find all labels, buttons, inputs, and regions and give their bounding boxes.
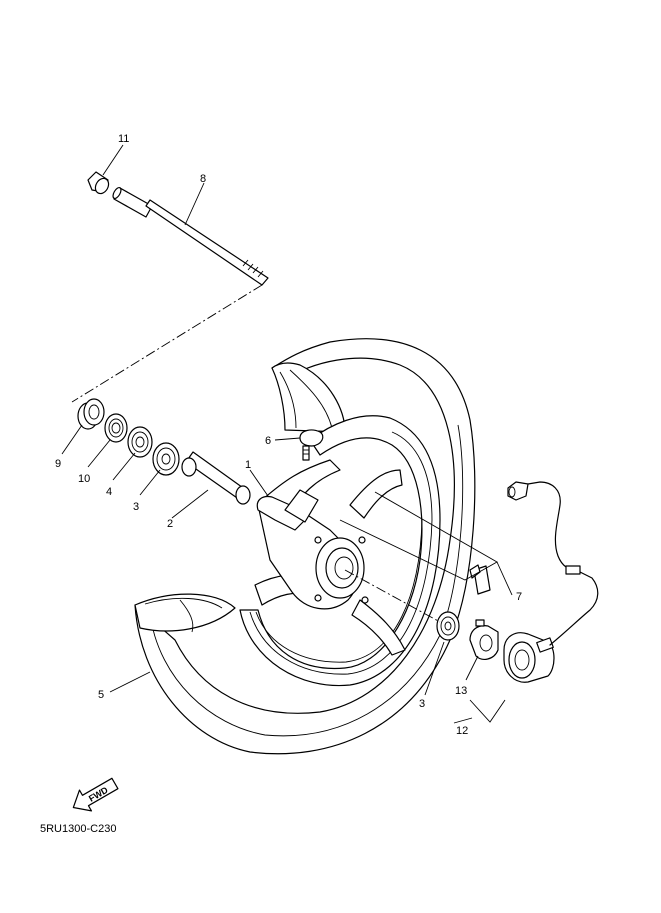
callout-8: 8 — [200, 173, 206, 185]
callout-5: 5 — [98, 689, 104, 701]
bearing-3-right[interactable] — [436, 611, 460, 641]
speedometer-gear-unit[interactable] — [503, 632, 555, 683]
callout-7: 7 — [516, 591, 522, 603]
tire[interactable] — [134, 338, 476, 755]
axis-line-upper — [71, 284, 263, 403]
bearing-3-left[interactable] — [152, 442, 180, 476]
axle-nut[interactable] — [87, 171, 111, 196]
callout-12: 12 — [456, 725, 468, 737]
bracket-7 — [339, 491, 498, 581]
callout-13: 13 — [455, 685, 467, 697]
bracket-12 — [469, 699, 506, 723]
cast-wheel[interactable] — [239, 415, 441, 687]
axle[interactable] — [111, 186, 269, 286]
speedometer-cable — [507, 481, 599, 646]
oil-seal[interactable] — [104, 413, 128, 443]
diagram-code: 5RU1300-C230 — [40, 823, 116, 835]
fwd-arrow: FWD — [72, 777, 119, 812]
callout-9: 9 — [55, 458, 61, 470]
callout-2: 2 — [167, 518, 173, 530]
collar[interactable] — [77, 398, 105, 430]
meter-clutch[interactable] — [469, 619, 499, 660]
tire-valve[interactable] — [299, 429, 324, 461]
callout-11: 11 — [118, 133, 129, 145]
spacer[interactable] — [181, 451, 251, 505]
callout-1: 1 — [245, 459, 251, 471]
callout-3-left: 3 — [133, 501, 139, 513]
callout-6: 6 — [265, 435, 271, 447]
callout-4: 4 — [106, 486, 112, 498]
leader-lines — [61, 144, 479, 724]
axis-line-lower — [344, 569, 441, 623]
callout-3-right: 3 — [419, 698, 425, 710]
brake-clip[interactable] — [469, 564, 491, 595]
bearing-4[interactable] — [127, 426, 153, 458]
callout-10: 10 — [78, 473, 90, 485]
